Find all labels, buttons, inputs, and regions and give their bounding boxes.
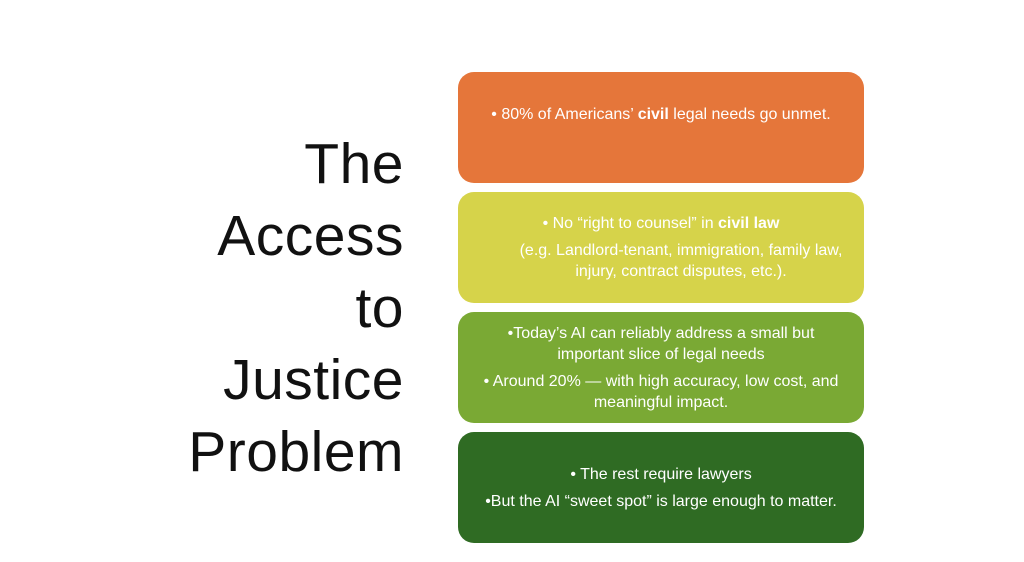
box-bullet: • 80% of Americans’ civil legal needs go… (476, 104, 846, 125)
title-line-4: Justice (223, 348, 404, 412)
title-line-1: The (304, 132, 404, 196)
box-bullet: • Around 20% — with high accuracy, low c… (476, 371, 846, 413)
sweet-spot-box: • The rest require lawyers •But the AI “… (458, 432, 864, 543)
box-bullet: • The rest require lawyers (476, 464, 846, 485)
box-example-text: (e.g. Landlord-tenant, immigration, fami… (476, 240, 846, 282)
unmet-needs-box: • 80% of Americans’ civil legal needs go… (458, 72, 864, 183)
ai-slice-box: •Today’s AI can reliably address a small… (458, 312, 864, 423)
right-to-counsel-box: • No “right to counsel” in civil law (e.… (458, 192, 864, 303)
bullet-text: • No “right to counsel” in (542, 215, 719, 232)
box-bullet: •But the AI “sweet spot” is large enough… (476, 491, 846, 512)
bullet-bold-text: civil (637, 106, 669, 123)
bullet-bold-text: civil law (718, 215, 780, 232)
title-line-2: Access (217, 204, 404, 268)
bullet-text: •Today’s AI can reliably address a small… (507, 324, 815, 363)
bullet-text: • 80% of Americans’ (491, 106, 638, 123)
box-bullet: •Today’s AI can reliably address a small… (476, 323, 846, 365)
bullet-text-end: legal needs go unmet. (668, 106, 831, 123)
box-bullet: • No “right to counsel” in civil law (476, 213, 846, 234)
bullet-text: •But the AI “sweet spot” is large enough… (485, 492, 837, 510)
example-text: (e.g. Landlord-tenant, immigration, fami… (519, 242, 843, 280)
slide-title: The Access to Justice Problem (24, 128, 404, 488)
bullet-text: • The rest require lawyers (570, 465, 752, 483)
title-line-5: Problem (188, 420, 404, 484)
title-line-3: to (355, 276, 404, 340)
bullet-text: • Around 20% — with high accuracy, low c… (483, 372, 839, 411)
